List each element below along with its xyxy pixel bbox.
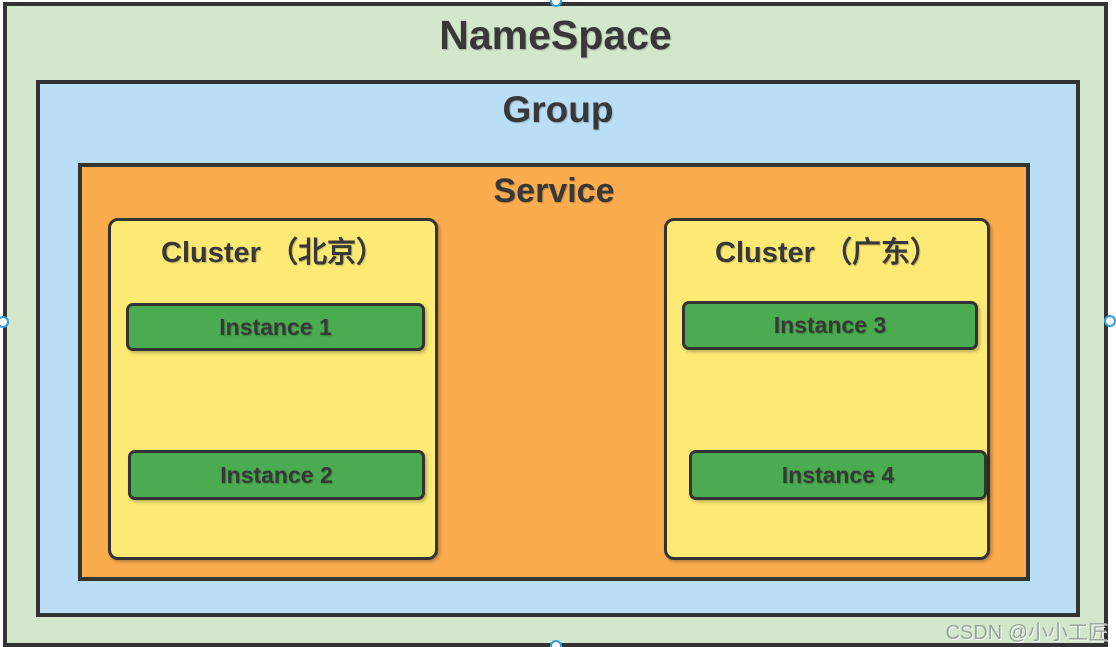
resize-handle-left[interactable] [0,316,9,328]
cluster-guangdong-label: Cluster （广东） [715,237,939,269]
resize-handle-right[interactable] [1104,315,1116,327]
namespace-label: NameSpace [439,12,672,58]
instance-3-label: Instance 3 [773,312,887,338]
cluster-beijing-box[interactable]: Cluster （北京） Instance 1 Instance 2 [108,218,438,560]
cluster-beijing-label: Cluster （北京） [161,237,385,269]
instance-1-box[interactable]: Instance 1 [126,303,425,351]
instance-3-box[interactable]: Instance 3 [682,301,978,350]
service-label: Service [493,172,615,210]
instance-4-box[interactable]: Instance 4 [689,450,987,500]
resize-handle-bottom[interactable] [550,640,562,647]
instance-4-label: Instance 4 [781,461,895,488]
instance-2-box[interactable]: Instance 2 [128,450,425,500]
instance-1-label: Instance 1 [219,313,332,340]
cluster-guangdong-box[interactable]: Cluster （广东） Instance 3 Instance 4 [664,218,990,560]
resize-handle-top[interactable] [550,0,562,7]
instance-2-label: Instance 2 [220,461,333,488]
group-label: Group [502,89,614,130]
csdn-watermark: CSDN @小小工匠 [945,622,1108,644]
